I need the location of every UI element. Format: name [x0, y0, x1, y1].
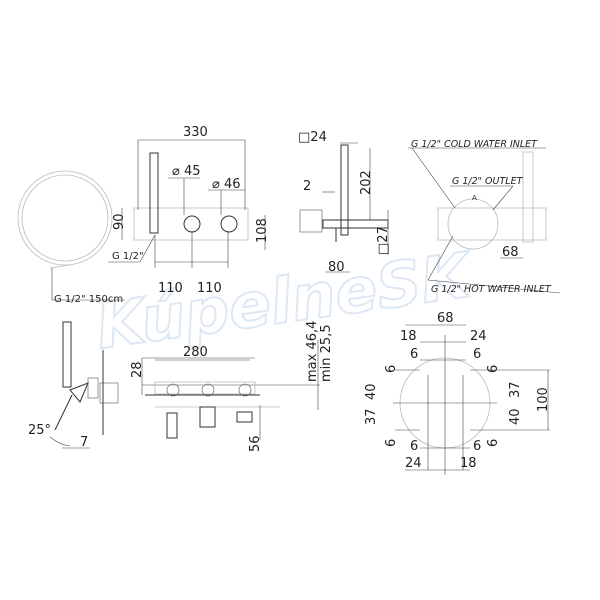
detail-a-left-37: 37 — [364, 408, 379, 425]
detail-a-right-40: 40 — [508, 408, 523, 425]
cold-inlet-label: G 1/2" COLD WATER INLET — [411, 139, 538, 150]
installation-view — [141, 340, 320, 440]
detail-a-left-6a: 6 — [384, 365, 399, 373]
watermark: KúpelneSK — [92, 238, 478, 363]
dim-angle: 25° — [28, 423, 51, 438]
detail-a-bottom-6a: 6 — [410, 439, 418, 454]
detail-a-right-6a: 6 — [486, 365, 501, 373]
hose-coil — [17, 170, 125, 301]
body-view — [408, 147, 561, 294]
outlet-label: G 1/2" OUTLET — [452, 176, 524, 187]
side-profile — [49, 321, 119, 449]
dim-offset: 2 — [303, 179, 311, 194]
dim-width: 330 — [183, 125, 208, 140]
dim-install-min: min 25,5 — [319, 324, 334, 382]
hot-inlet-label: G 1/2" HOT WATER INLET — [431, 284, 552, 295]
detail-a-view — [393, 324, 550, 475]
dim-height-left: 90 — [112, 213, 127, 230]
dim-diameter-1: ⌀ 45 — [172, 164, 201, 179]
dim-install-max: max 46,4 — [305, 321, 320, 382]
detail-a-bottom-18: 18 — [460, 456, 477, 471]
detail-a-right-37: 37 — [508, 381, 523, 398]
dim-spacing-2: 110 — [197, 281, 222, 296]
dim-square-2: □27 — [376, 226, 391, 255]
dim-install-depth: 56 — [248, 435, 263, 452]
dim-height: 202 — [359, 170, 374, 195]
dim-diameter-2: ⌀ 46 — [212, 177, 241, 192]
handshower-connection-label: G 1/2" — [112, 251, 144, 262]
detail-a-top-6b: 6 — [473, 347, 481, 362]
dim-body-spacing: 68 — [502, 245, 519, 260]
dim-height-right: 108 — [255, 218, 270, 243]
side-view — [299, 142, 389, 273]
dim-profile-offset: 7 — [80, 435, 88, 450]
dim-square: □24 — [298, 130, 327, 145]
detail-a-top-24: 24 — [470, 329, 487, 344]
detail-a-top-6a: 6 — [410, 347, 418, 362]
detail-a-label: A — [472, 194, 477, 202]
detail-a-top-68: 68 — [437, 311, 454, 326]
front-view — [108, 139, 266, 268]
dim-install-height: 28 — [130, 361, 145, 378]
detail-a-left-40: 40 — [364, 383, 379, 400]
detail-a-left-6b: 6 — [384, 439, 399, 447]
dim-install-width: 280 — [183, 345, 208, 360]
hose-label: G 1/2" 150cm — [54, 294, 123, 305]
detail-a-bottom-6b: 6 — [473, 439, 481, 454]
dim-depth: 80 — [328, 260, 345, 275]
detail-a-right-6b: 6 — [486, 439, 501, 447]
detail-a-top-18: 18 — [400, 329, 417, 344]
detail-a-right-100: 100 — [536, 387, 551, 412]
detail-a-bottom-24: 24 — [405, 456, 422, 471]
dim-spacing-1: 110 — [158, 281, 183, 296]
